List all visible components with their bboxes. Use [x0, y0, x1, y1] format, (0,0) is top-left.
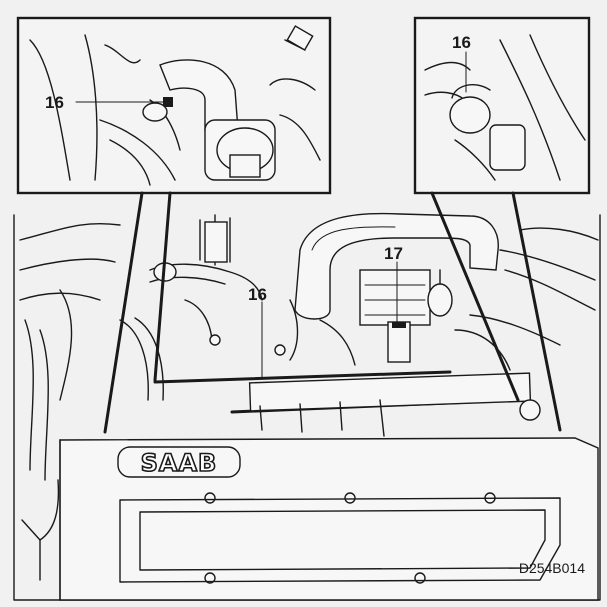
engine-bay-main-view: SAAB — [13, 212, 601, 601]
callout-17-main: 17 — [384, 244, 403, 263]
inset-right-pointer-a — [511, 191, 562, 432]
inset-right-pointer-b — [430, 191, 520, 402]
saab-logo: SAAB — [117, 446, 241, 478]
callout-16-main: 16 — [248, 285, 267, 304]
saab-logo-text: SAAB — [141, 449, 218, 477]
inset-right: 16 — [413, 16, 591, 195]
main-callouts: 16 17 — [248, 244, 403, 379]
figure-code: D254B014 — [519, 560, 585, 576]
inset-left-pointer-b — [153, 191, 172, 382]
inset-left-pointer-a — [103, 191, 144, 434]
callout-16-inset-right: 16 — [452, 33, 471, 52]
callout-16-inset-left: 16 — [45, 93, 64, 112]
inset-left: 16 — [16, 16, 332, 195]
